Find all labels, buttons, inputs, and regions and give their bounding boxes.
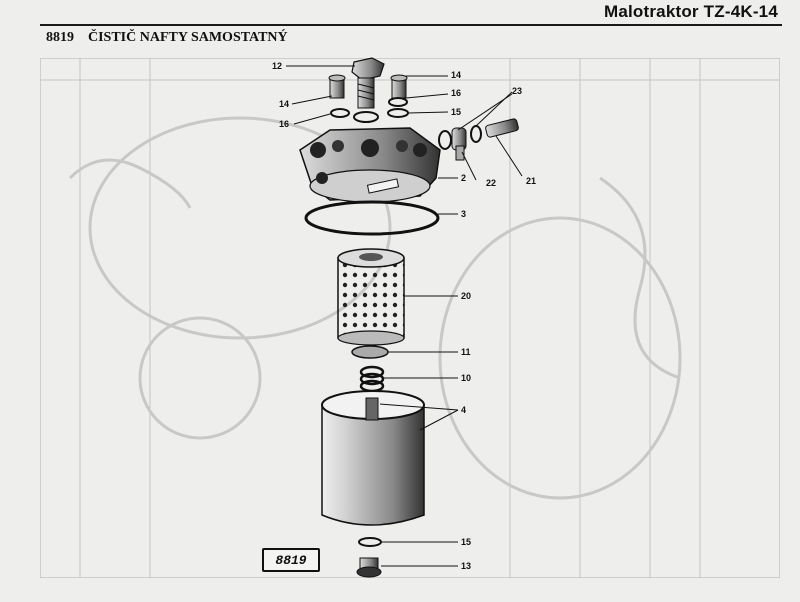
product-header: Malotraktor TZ-4K-14 [603, 2, 778, 21]
callout-label: 11 [461, 347, 471, 357]
callout-label: 22 [486, 178, 497, 188]
callout-label: 2 [461, 173, 467, 183]
leader-lines [286, 65, 523, 567]
figure-plate-number: 8819 [262, 548, 320, 572]
center-bolt-12 [351, 57, 385, 109]
background-parts-table [40, 58, 780, 578]
filter-bowl-4 [321, 390, 425, 526]
callout-label: 15 [461, 537, 472, 547]
filter-element-20 [337, 248, 405, 346]
callout-label: 21 [526, 176, 537, 186]
filter-head-2 [299, 127, 441, 203]
callout-label: 15 [451, 107, 462, 117]
washer-11 [351, 345, 389, 359]
section-number: 8819 [46, 30, 74, 45]
callout-label: 13 [461, 561, 472, 571]
callout-label: 12 [272, 61, 283, 71]
section-name: ČISTIČ NAFTY SAMOSTATNÝ [88, 30, 288, 45]
spring-10 [359, 365, 385, 393]
drain-plug-13 [356, 557, 382, 578]
gasket-3 [304, 200, 440, 236]
callout-label: 16 [451, 88, 462, 98]
callout-label: 10 [461, 373, 472, 383]
plug-left [328, 74, 350, 118]
plug-right [387, 74, 409, 118]
callout-label: 14 [279, 99, 290, 109]
callout-label: 4 [461, 405, 467, 415]
section-title: 8819 ČISTIČ NAFTY SAMOSTATNÝ [46, 30, 288, 46]
header-rule [40, 24, 782, 26]
callout-label: 20 [461, 291, 472, 301]
callout-label: 14 [451, 70, 462, 80]
washer-15-bottom [358, 537, 382, 547]
callout-label: 16 [279, 119, 290, 129]
callout-label: 3 [461, 209, 467, 219]
callout-label: 23 [512, 86, 523, 96]
